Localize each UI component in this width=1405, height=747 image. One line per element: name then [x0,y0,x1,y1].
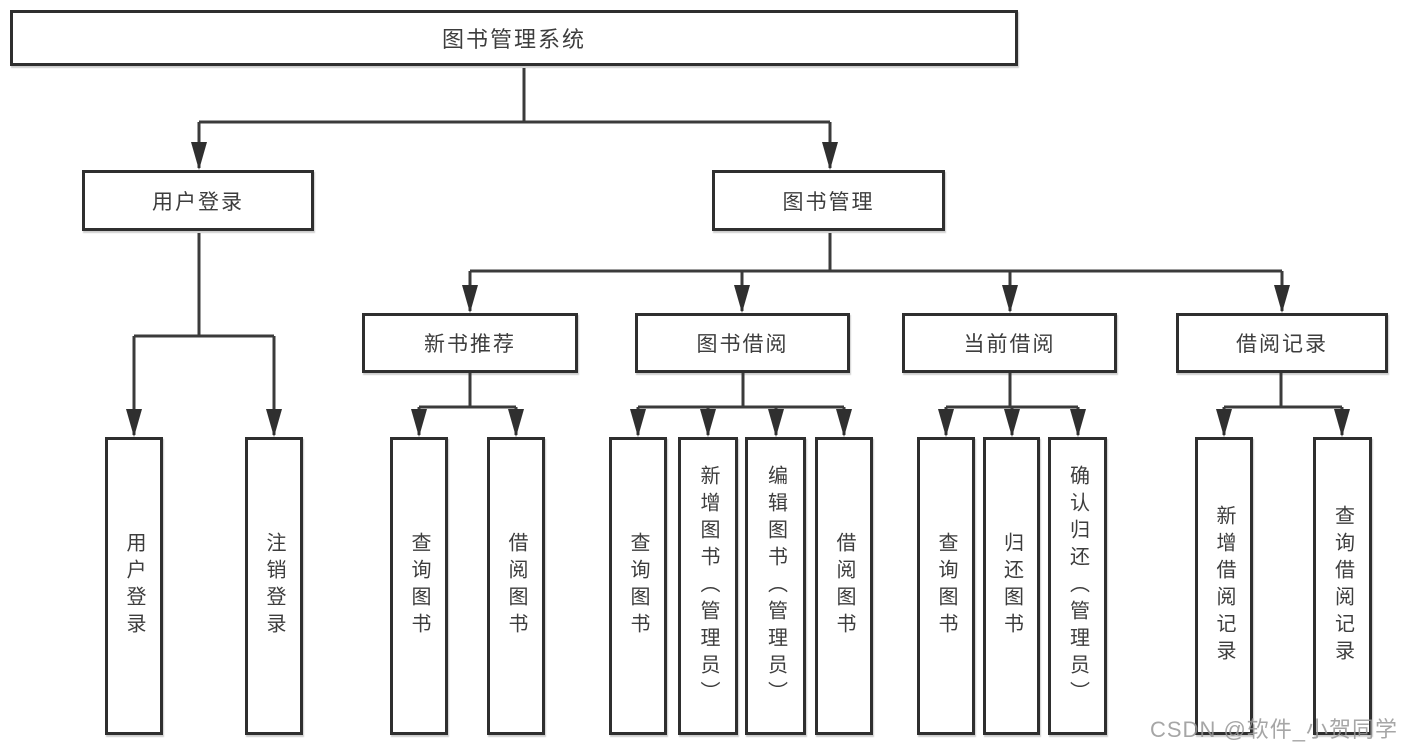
node-label: 图书借阅 [696,333,789,356]
node-book-management: 图书管理 [712,170,945,231]
arrowheads [126,142,1350,437]
leaf-label: 归还图书 [1000,532,1023,640]
leaf-label: 确认归还（管理员） [1066,464,1089,708]
leaf-label: 查询图书 [627,532,649,640]
node-label: 图书管理系统 [441,27,586,52]
leaf-add-books-admin: 新增图书（管理员） [678,437,738,735]
leaf-edit-books-admin: 编辑图书（管理员） [745,437,806,735]
node-borrowing-records: 借阅记录 [1176,313,1388,373]
leaf-borrow-books-borrowing: 借阅图书 [815,437,873,735]
node-current-borrowing: 当前借阅 [902,313,1117,373]
leaf-logout: 注销登录 [245,437,303,735]
leaf-label: 查询图书 [935,532,957,640]
node-label: 图书管理 [782,190,875,214]
node-user-login: 用户登录 [82,170,314,231]
node-label: 借阅记录 [1236,333,1328,356]
leaf-label: 新增图书（管理员） [697,464,719,708]
leaf-add-borrowing-record: 新增借阅记录 [1195,437,1253,735]
leaf-user-login: 用户登录 [105,437,163,735]
node-label: 用户登录 [152,190,244,214]
node-label: 当前借阅 [963,333,1056,356]
leaf-query-books-borrowing: 查询图书 [609,437,667,735]
leaf-label: 新增借阅记录 [1213,505,1235,667]
leaf-label: 查询图书 [408,532,430,640]
csdn-watermark: CSDN @软件_小贺同学 [1150,717,1399,742]
leaf-return-books: 归还图书 [983,437,1040,735]
leaf-query-books-recommend: 查询图书 [390,437,448,735]
leaf-label: 查询借阅记录 [1331,505,1354,667]
leaf-label: 编辑图书（管理员） [764,464,787,708]
leaf-query-borrowing-record: 查询借阅记录 [1313,437,1372,735]
leaf-label: 借阅图书 [833,532,855,640]
leaf-label: 注销登录 [263,532,285,640]
leaf-label: 用户登录 [123,532,145,640]
node-library-management-system: 图书管理系统 [10,10,1018,66]
leaf-query-books-current: 查询图书 [917,437,975,735]
node-book-borrowing: 图书借阅 [635,313,850,373]
leaf-confirm-return-admin: 确认归还（管理员） [1048,437,1107,735]
node-label: 新书推荐 [424,333,516,356]
node-new-book-recommendation: 新书推荐 [362,313,578,373]
leaf-borrow-books-recommend: 借阅图书 [487,437,545,735]
leaf-label: 借阅图书 [505,532,527,640]
